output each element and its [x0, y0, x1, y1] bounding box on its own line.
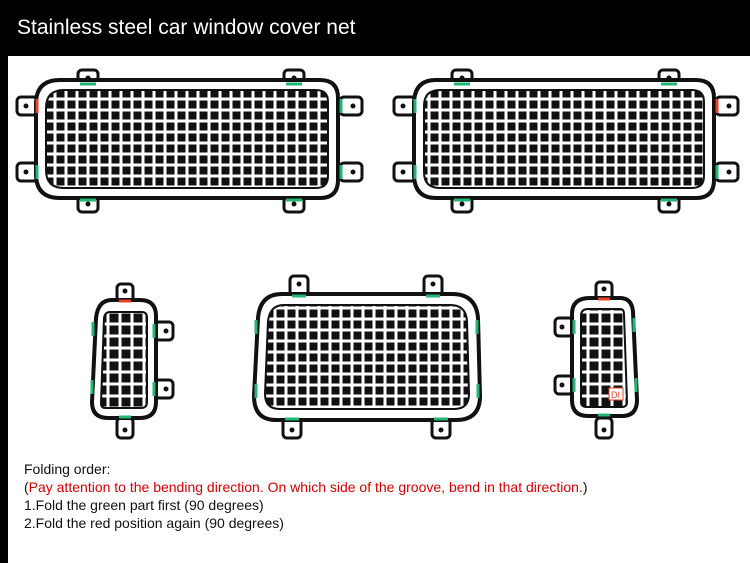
bending-warning-line: (Pay attention to the bending direction.… — [24, 478, 587, 496]
step-2: 2.Fold the red position again (90 degree… — [24, 515, 284, 531]
net-small-left — [89, 282, 175, 440]
step-1: 1.Fold the green part first (90 degrees) — [24, 497, 264, 513]
title-bar: Stainless steel car window cover net — [0, 0, 750, 56]
page-title: Stainless steel car window cover net — [17, 16, 356, 39]
bending-warning: Pay attention to the bending direction. … — [28, 479, 583, 495]
instructions-heading: Folding order: — [24, 461, 111, 477]
corner-badge: DI — [611, 390, 620, 400]
net-top-right — [392, 68, 740, 214]
net-top-left — [15, 68, 364, 214]
warning-open-paren: ( — [24, 479, 29, 495]
warning-close-paren: ) — [582, 479, 588, 495]
net-small-right: DI — [553, 280, 640, 440]
net-middle — [251, 274, 483, 440]
folding-instructions: Folding order: (Pay attention to the ben… — [24, 460, 587, 532]
